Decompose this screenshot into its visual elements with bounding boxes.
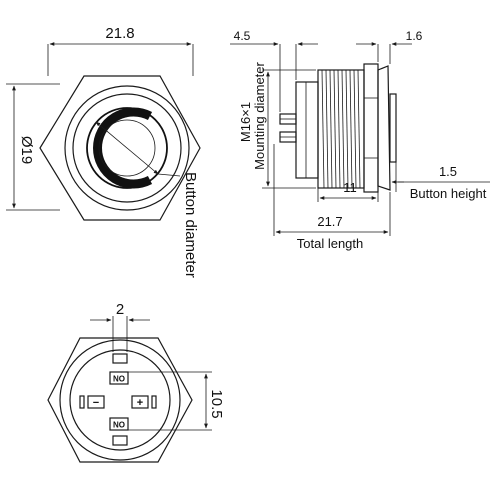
back-terminal-no-top: NO xyxy=(113,375,125,384)
side-dim-left-top: 4.5 xyxy=(234,29,251,43)
back-inner-circle xyxy=(69,349,171,451)
back-terminal-top-slot xyxy=(112,353,128,364)
thread-line xyxy=(341,69,345,189)
front-button-diameter-leader xyxy=(95,121,159,175)
thread-line xyxy=(345,69,349,189)
side-dim-total: 21.7 xyxy=(317,214,342,229)
side-button xyxy=(389,93,397,163)
side-base xyxy=(295,81,319,179)
thread-line xyxy=(329,69,333,189)
back-terminal-right-slot xyxy=(151,395,157,409)
side-dim-right-top: 1.6 xyxy=(406,29,423,43)
front-bezel-outer xyxy=(64,85,190,211)
thread-line xyxy=(337,69,341,189)
back-terminal-minus-box xyxy=(87,395,105,409)
back-terminal-no-top-box xyxy=(109,371,129,385)
thread-line xyxy=(349,69,353,189)
front-button-label: Button diameter xyxy=(182,172,199,278)
back-terminal-no-bottom: NO xyxy=(113,421,125,430)
front-height-dim: Ø19 xyxy=(18,136,35,164)
back-spacing-dim: 10.5 xyxy=(208,389,225,418)
thread-line xyxy=(321,69,325,189)
side-head xyxy=(377,65,391,191)
front-hex-outline xyxy=(39,75,201,221)
back-terminal-plus-box xyxy=(131,395,149,409)
front-bezel-mid xyxy=(72,93,182,203)
front-button-leader-tail xyxy=(157,173,181,177)
side-view: 4.5 1.6 M16×1 Mounting diameter 11 1.5 B… xyxy=(230,29,490,251)
side-dim-button-height: 1.5 xyxy=(439,164,457,179)
back-terminal-bottom-slot xyxy=(112,435,128,446)
back-terminal-left-slot xyxy=(79,395,85,409)
back-outer-circle xyxy=(59,339,181,461)
front-button-rim xyxy=(86,107,168,189)
back-pin-dim: 2 xyxy=(116,301,124,318)
front-led-ring xyxy=(93,107,153,189)
front-view: 21.8 Ø19 Button diameter xyxy=(6,25,201,278)
side-dim-11: 11 xyxy=(343,180,357,195)
thread-line xyxy=(353,69,357,189)
side-thread-body xyxy=(317,69,365,189)
back-terminal-minus: − xyxy=(93,397,99,409)
thread-line xyxy=(357,69,361,189)
back-hex-outline xyxy=(47,337,193,463)
side-nut xyxy=(363,63,379,193)
back-terminal-plus: + xyxy=(137,397,143,409)
back-terminal-no-bottom-box xyxy=(109,417,129,431)
side-mount-label: Mounting diameter xyxy=(252,61,267,169)
front-width-dim: 21.8 xyxy=(105,25,134,42)
side-thread-label: M16×1 xyxy=(238,102,253,142)
side-thread-lines xyxy=(321,69,361,189)
thread-line xyxy=(325,69,329,189)
side-total-label: Total length xyxy=(297,236,364,251)
side-button-height-label: Button height xyxy=(410,186,487,201)
thread-line xyxy=(333,69,337,189)
back-view: NO NO − + 2 10.5 xyxy=(47,301,225,463)
